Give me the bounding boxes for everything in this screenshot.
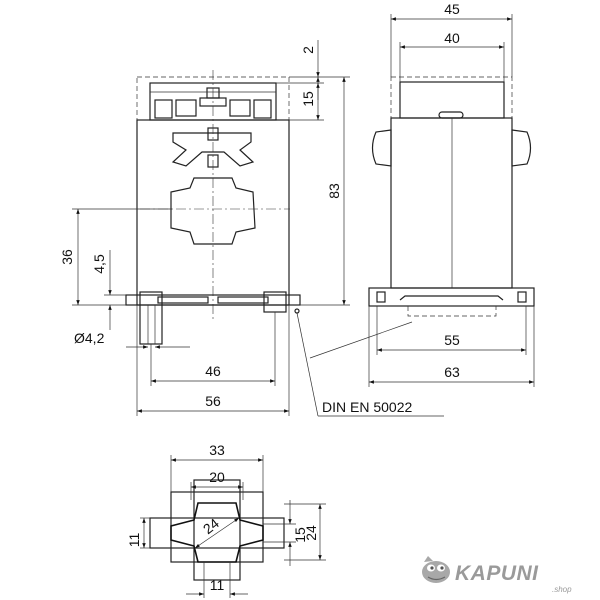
brand-logo: KAPUNI .shop [422,556,572,594]
dim-side-outer-top: 45 [390,1,513,77]
dim-hole-diameter: Ø4,2 [74,330,190,349]
dim-base-width: 63 [368,306,535,387]
dim-side-inner-top: 40 [399,30,505,82]
dim-83-label: 83 [326,183,342,199]
brand-sub: .shop [552,585,572,594]
clamp-bridge [171,132,255,167]
side-view: 45 40 55 63 [368,1,535,387]
mounting-foot-left [139,291,163,345]
dim-foot-height: 4,5 [91,250,126,330]
dim-hole-label: Ø4,2 [74,330,105,346]
dim-window-left-height: 11 [126,517,150,549]
dim-window-20-label: 20 [209,469,225,485]
dim-top-gap: 2 [276,40,324,100]
side-cover-outline [390,76,513,119]
dim-window-outer-width: 33 [170,442,264,492]
dim-36-label: 36 [59,249,75,265]
dim-window-24-label: 24 [303,525,319,541]
dim-window-11-left-label: 11 [126,533,142,548]
dim-window-33-label: 33 [209,442,225,458]
din-rail-callout: DIN EN 50022 [296,312,444,417]
brand-name: KAPUNI [455,562,539,585]
primary-window [170,177,256,245]
dim-window-15-label: 15 [292,527,308,543]
dim-window-bottom-width: 11 [186,562,248,598]
dim-15-label: 15 [300,91,316,107]
dim-rail-span: 55 [376,306,527,355]
window-inner-cross [170,502,264,563]
mascot-icon [422,556,450,583]
dim-window-11-bottom-label: 11 [210,577,225,593]
window-detail-view: 24 33 20 11 15 [126,442,326,598]
front-view: 56 46 Ø4,2 36 4,5 [59,40,350,416]
window-vertical-arm [193,479,241,581]
dim-front-width: 56 [136,305,290,416]
side-body [390,117,513,289]
dim-side-40-label: 40 [444,30,460,46]
dim-side-63-label: 63 [444,364,460,380]
dim-foot-span: 46 [150,312,276,386]
dim-46-label: 46 [205,363,221,379]
base-rail [125,294,301,306]
dim-window-height: 36 [59,208,172,306]
din-rail-outline [407,306,497,317]
dim-side-45-label: 45 [444,1,460,17]
dim-56-label: 56 [205,393,221,409]
side-base [368,287,535,307]
dim-window-inner-width: 20 [190,469,244,500]
dim-45-label: 4,5 [91,254,107,274]
din-rail-label: DIN EN 50022 [322,399,412,415]
dim-window-right-inner: 15 [263,500,308,566]
dim-total-height: 83 [289,76,350,306]
dim-side-55-label: 55 [444,332,460,348]
dim-window-right-outer: 24 [284,503,326,561]
side-ear-left [371,129,392,167]
dim-top-height: 15 [289,77,324,121]
side-ear-right [511,129,532,167]
dim-2-label: 2 [300,46,316,54]
